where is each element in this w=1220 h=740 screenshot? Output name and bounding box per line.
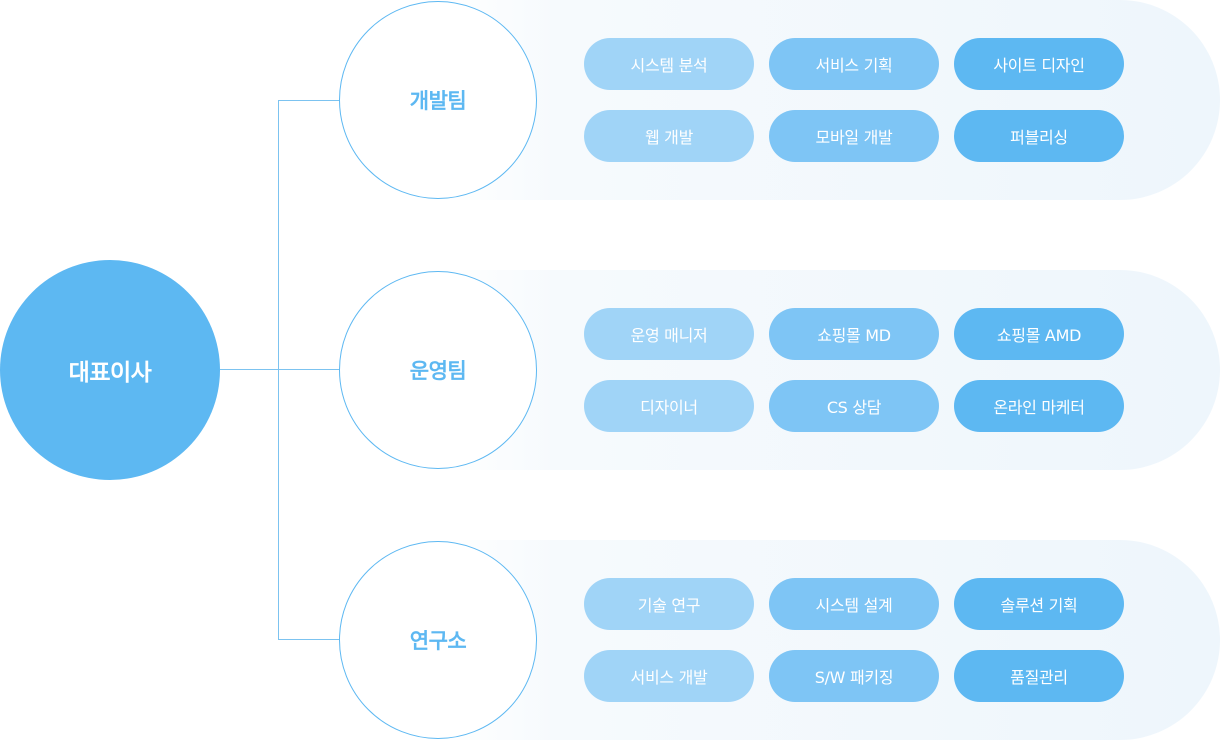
- team-label: 개발팀: [409, 89, 467, 113]
- team-band-ops: [440, 270, 1220, 470]
- role-pill: 모바일 개발: [769, 110, 939, 162]
- team-node-ops: 운영팀: [339, 271, 537, 469]
- role-pill: 쇼핑몰 AMD: [954, 308, 1124, 360]
- role-pill: 퍼블리싱: [954, 110, 1124, 162]
- role-pill: 온라인 마케터: [954, 380, 1124, 432]
- role-pill: S/W 패키징: [769, 650, 939, 702]
- team-label: 운영팀: [409, 359, 467, 383]
- role-pill: 솔루션 기획: [954, 578, 1124, 630]
- team-node-lab: 연구소: [339, 541, 537, 739]
- role-pill: 디자이너: [584, 380, 754, 432]
- role-grid-ops: 운영 매니저 쇼핑몰 MD 쇼핑몰 AMD 디자이너 CS 상담 온라인 마케터: [584, 308, 1124, 432]
- role-pill: CS 상담: [769, 380, 939, 432]
- role-grid-dev: 시스템 분석 서비스 기획 사이트 디자인 웹 개발 모바일 개발 퍼블리싱: [584, 38, 1124, 162]
- team-label: 연구소: [409, 629, 467, 653]
- role-pill: 시스템 분석: [584, 38, 754, 90]
- role-pill: 서비스 기획: [769, 38, 939, 90]
- connector-trunk: [278, 100, 279, 640]
- role-pill: 품질관리: [954, 650, 1124, 702]
- team-band-lab: [440, 540, 1220, 740]
- role-pill: 서비스 개발: [584, 650, 754, 702]
- connector-team-3: [278, 639, 340, 640]
- ceo-node: 대표이사: [0, 260, 220, 480]
- role-pill: 쇼핑몰 MD: [769, 308, 939, 360]
- connector-team-1: [278, 100, 340, 101]
- role-pill: 사이트 디자인: [954, 38, 1124, 90]
- role-pill: 웹 개발: [584, 110, 754, 162]
- role-pill: 기술 연구: [584, 578, 754, 630]
- ceo-label: 대표이사: [68, 360, 152, 386]
- connector-ceo: [220, 369, 340, 370]
- role-pill: 운영 매니저: [584, 308, 754, 360]
- role-pill: 시스템 설계: [769, 578, 939, 630]
- role-grid-lab: 기술 연구 시스템 설계 솔루션 기획 서비스 개발 S/W 패키징 품질관리: [584, 578, 1124, 702]
- team-node-dev: 개발팀: [339, 1, 537, 199]
- team-band-dev: [440, 0, 1220, 200]
